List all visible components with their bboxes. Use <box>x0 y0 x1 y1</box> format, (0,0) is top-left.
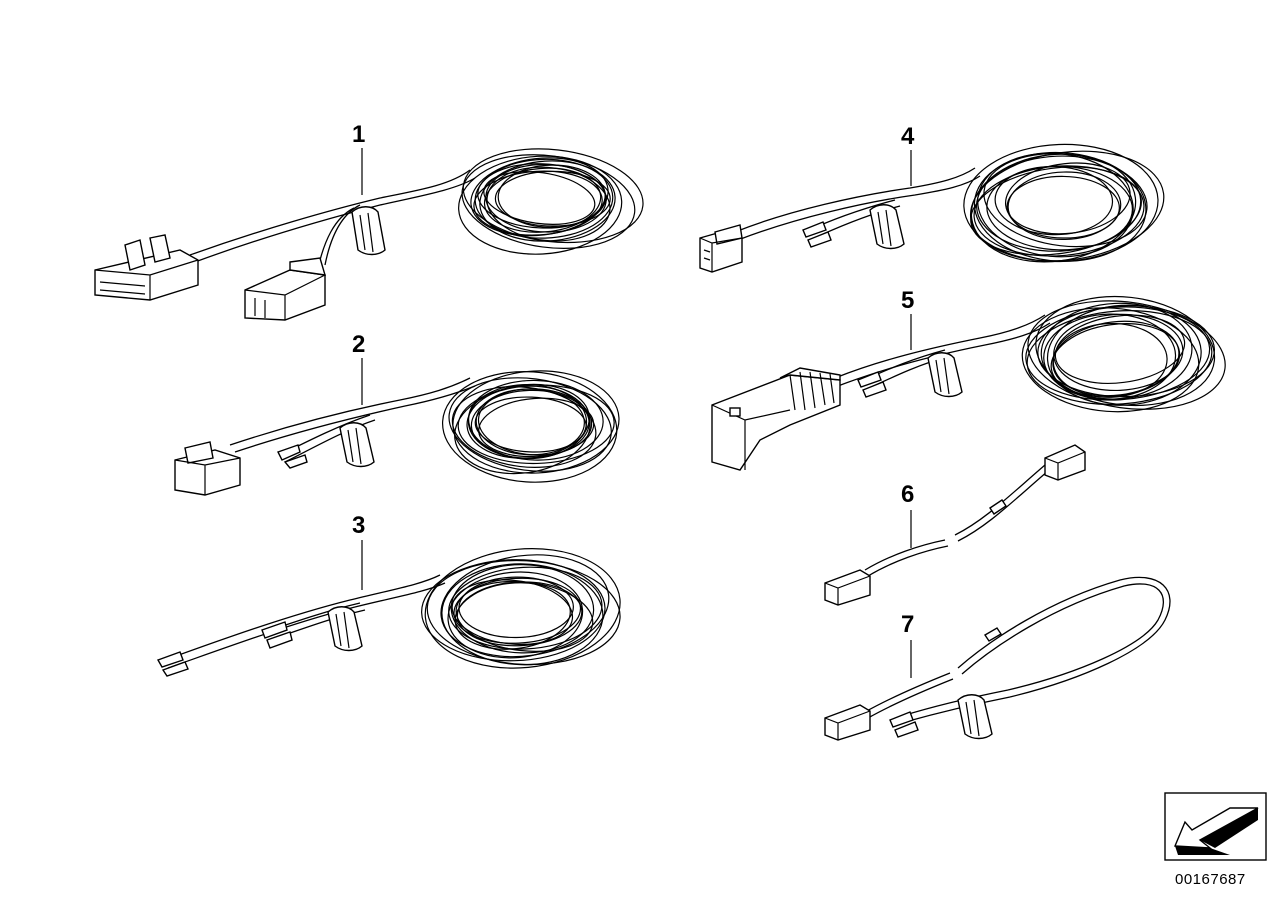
wire-loop <box>1054 314 1186 384</box>
wire-loop <box>456 581 583 647</box>
wire-loop <box>467 383 588 460</box>
wire-loop <box>1050 323 1181 398</box>
wire-coil-5 <box>1021 295 1226 413</box>
callout-2: 2 <box>352 331 365 358</box>
wire-loop <box>447 571 584 659</box>
wire-loop <box>970 153 1137 263</box>
connector-6a <box>824 569 871 606</box>
wire-loop <box>486 166 611 242</box>
connector-6b <box>1044 444 1086 481</box>
callout-1: 1 <box>352 121 365 148</box>
harness-3: 3 <box>156 512 621 677</box>
callout-5: 5 <box>901 287 914 314</box>
wire-loop <box>1025 306 1211 401</box>
wire-loop <box>475 388 585 456</box>
direction-arrow-icon <box>1164 792 1267 861</box>
harness-2: 2 <box>174 331 620 496</box>
callout-3: 3 <box>352 512 365 539</box>
harness-4: 4 <box>699 123 1165 273</box>
wire-loop <box>474 396 587 453</box>
wire-loop <box>470 157 609 237</box>
wire-loop <box>970 166 1142 256</box>
wire-loop <box>1043 313 1177 400</box>
wire-coil-1 <box>458 148 644 255</box>
wire-loop <box>424 548 621 669</box>
harness-1: 1 <box>94 121 644 321</box>
connector-7 <box>824 704 871 741</box>
wire-coil-2 <box>441 370 620 483</box>
connector-1a <box>94 234 199 301</box>
wire-loop <box>451 386 597 468</box>
wire-loop <box>421 559 606 662</box>
wire-coil-4 <box>963 143 1165 263</box>
wire-loop <box>426 559 621 666</box>
harness-5: 5 <box>711 287 1226 471</box>
callout-6: 6 <box>901 481 914 508</box>
wire-loop <box>451 579 574 646</box>
wire-loop <box>1021 307 1200 413</box>
wire-loop <box>458 576 574 639</box>
adapter-lead-6: 6 <box>824 444 1086 606</box>
wire-loop <box>1006 175 1120 239</box>
wire-coil-3 <box>421 548 621 669</box>
wire-loop <box>975 155 1142 252</box>
wire-loop <box>1027 300 1226 410</box>
wire-loop <box>441 371 618 483</box>
wire-loop <box>477 163 607 229</box>
wire-loop <box>977 152 1134 258</box>
wire-loop <box>1040 302 1193 400</box>
connector-2 <box>174 441 241 496</box>
wire-loop <box>1037 305 1216 398</box>
connector-1b <box>244 257 326 321</box>
wire-loop <box>994 165 1114 236</box>
connector-4 <box>699 224 743 273</box>
wire-loop <box>453 577 582 644</box>
document-number: 00167687 <box>1175 871 1246 888</box>
wire-loop <box>963 143 1159 263</box>
wire-loop <box>466 383 590 459</box>
wire-loop <box>458 155 623 255</box>
wire-loop <box>1007 171 1122 241</box>
lead-7: 7 <box>824 576 1171 741</box>
callout-7: 7 <box>901 611 914 638</box>
callout-4: 4 <box>901 123 915 150</box>
wire-loop <box>450 564 595 654</box>
connector-5 <box>711 367 841 471</box>
wire-loop <box>474 158 614 239</box>
wire-loop <box>1035 295 1216 407</box>
